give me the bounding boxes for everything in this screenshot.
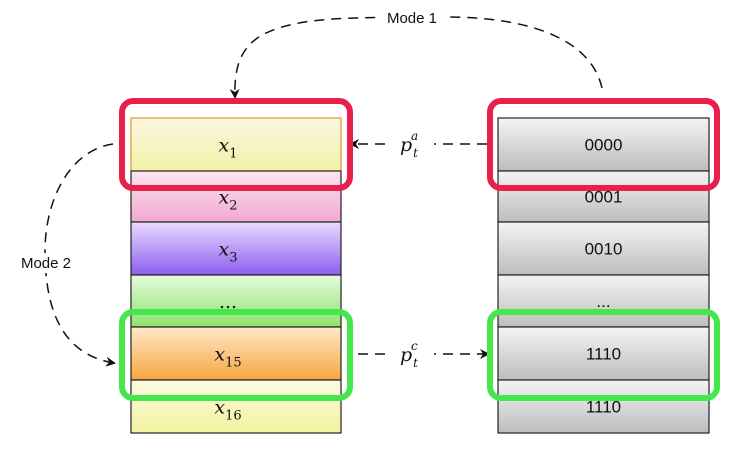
right-cell-label: 1110 [586,345,621,364]
left-cell-base: x [219,239,230,261]
left-cell-base: x [219,187,230,209]
left-cell-subscript: 1 [229,147,237,162]
left-cell-subscript: 3 [229,251,237,266]
left-cell-label: x3 [219,239,238,266]
left-cell-label: x2 [219,187,238,214]
mode1-label-bg [376,8,448,28]
left-cell [130,379,342,434]
left-cell-label: x1 [219,135,238,162]
right-cell-label: 1110 [586,398,621,417]
left-cell [130,221,342,276]
left-cell [130,326,342,381]
pta-label: pta [400,129,418,160]
ptc-label-bg [392,336,434,370]
mode2-label-bg [8,253,84,273]
right-cell-label: 0000 [585,136,623,155]
highlight-red-left [119,98,353,191]
left-cell-base: x [219,135,230,157]
highlight-green-left [119,309,353,401]
right-cell [497,274,710,328]
left-cell-base: ... [219,291,237,313]
right-cell [497,170,710,223]
highlight-red-right [487,98,720,191]
right-cell-label: ... [596,292,610,311]
left-cell-subscript: 15 [225,356,242,371]
left-cell-base: x [214,344,225,366]
left-cell [130,274,342,328]
mode1-label: Mode 1 [387,10,437,27]
left-cell [130,170,342,223]
right-cell [497,326,710,381]
right-cell [497,221,710,276]
left-cell-label: ... [219,291,237,313]
left-cell [130,117,342,172]
left-cell-base: x [214,397,225,419]
left-cell-label: x16 [214,397,241,424]
right-address-column: 0000 0001 0010... 1110 1110 [497,117,710,434]
highlight-green-right [487,309,720,401]
right-cell-label: 0010 [585,240,623,259]
left-cell-label: x15 [214,344,241,371]
ptc-label: ptc [400,339,418,370]
left-cell-subscript: 2 [229,199,237,214]
pta-label-bg [392,126,434,160]
right-cell [497,379,710,434]
mode2-label: Mode 2 [21,255,71,272]
left-cell-subscript: 16 [225,409,242,424]
right-cell-label: 0001 [585,188,623,207]
right-cell [497,117,710,172]
mode1-arrow [229,16,603,99]
